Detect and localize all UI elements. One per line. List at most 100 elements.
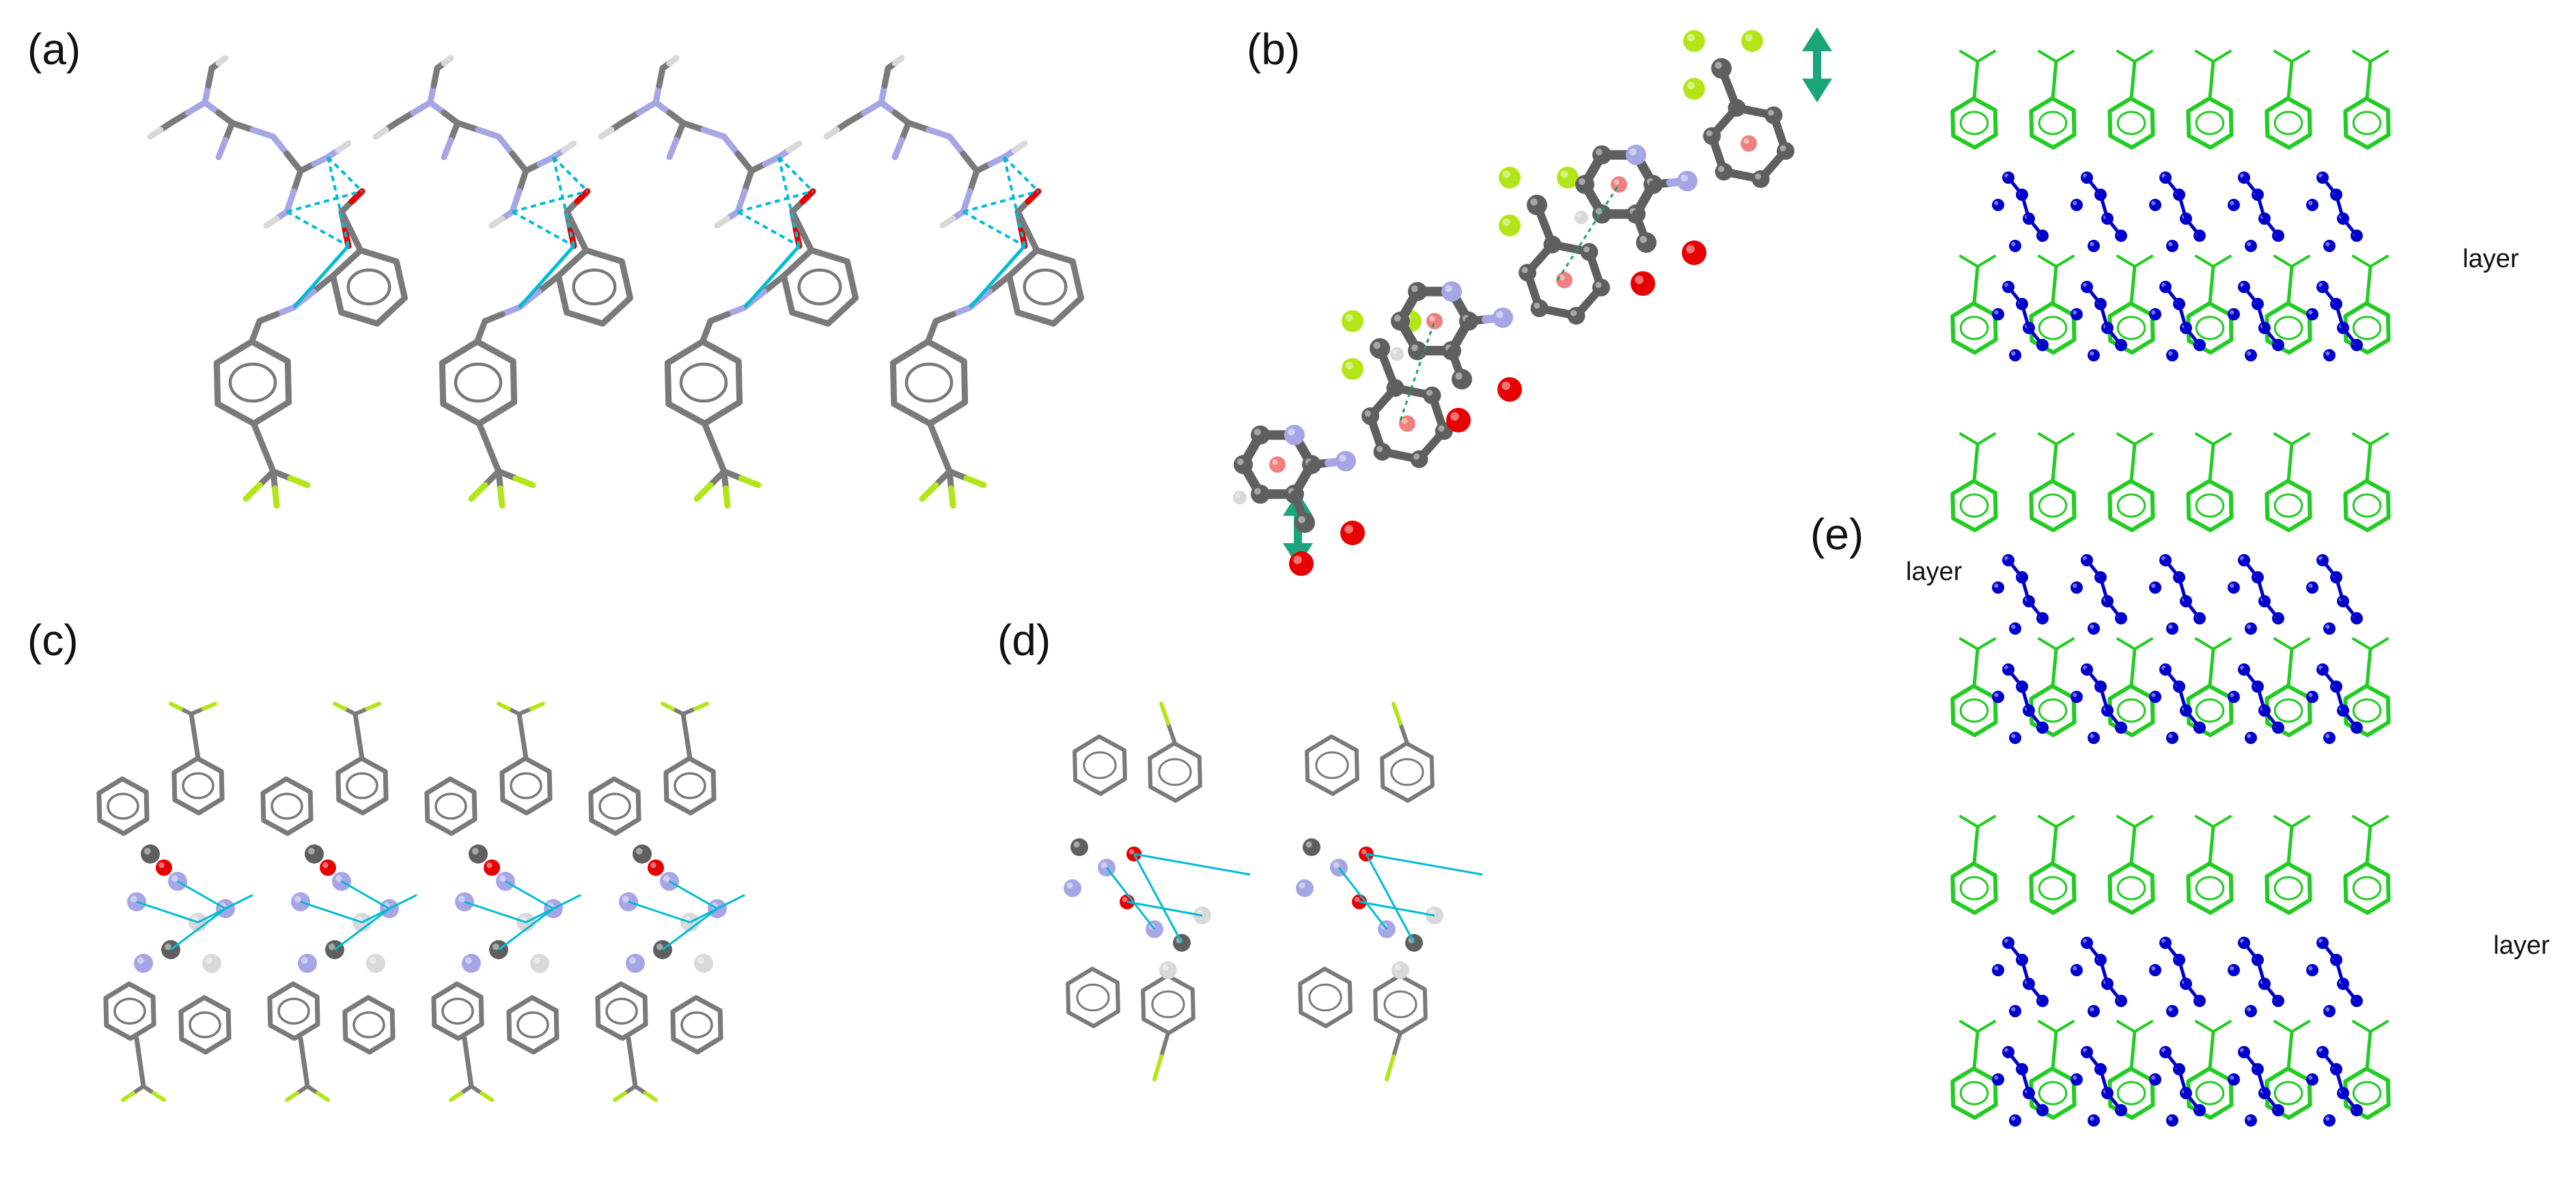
bond bbox=[2055, 642, 2066, 650]
bond bbox=[666, 137, 680, 161]
atom-highlight bbox=[1361, 849, 1367, 855]
bond bbox=[2063, 1020, 2075, 1028]
aromatic-ring bbox=[335, 756, 389, 816]
ellipsoid-atom bbox=[1296, 879, 1314, 897]
panel-e-structure bbox=[1950, 50, 2391, 1127]
aromatic-ring-circle bbox=[1383, 990, 1417, 1019]
bond bbox=[2023, 970, 2031, 986]
bond bbox=[1974, 647, 1980, 670]
aromatic-ring bbox=[2265, 96, 2312, 150]
atom-highlight bbox=[2151, 966, 2156, 971]
bond bbox=[2055, 820, 2066, 828]
carbon-atom bbox=[1370, 338, 1390, 359]
atom-highlight bbox=[1521, 266, 1528, 273]
blue-atom bbox=[2228, 1073, 2240, 1086]
bond bbox=[693, 702, 709, 711]
bond bbox=[799, 228, 815, 253]
blue-atom bbox=[2149, 964, 2161, 976]
aromatic-ring bbox=[664, 338, 743, 427]
bond bbox=[335, 140, 352, 154]
bond bbox=[2085, 176, 2096, 188]
atom-highlight bbox=[2073, 1075, 2077, 1080]
carbon-atom bbox=[1234, 455, 1253, 474]
bond bbox=[1967, 55, 1979, 63]
bond bbox=[2142, 255, 2153, 263]
bond bbox=[1974, 264, 1980, 287]
panel-b-structure bbox=[1233, 27, 1832, 576]
layer-label-2: layer bbox=[1906, 557, 1963, 586]
atom-highlight bbox=[1411, 285, 1418, 292]
carbon-atom bbox=[1361, 407, 1380, 426]
bond bbox=[2290, 642, 2302, 650]
atom-highlight bbox=[2073, 966, 2077, 971]
bond bbox=[2208, 1048, 2213, 1071]
bond bbox=[2321, 176, 2331, 188]
bond bbox=[937, 444, 953, 475]
atom-highlight bbox=[650, 862, 656, 868]
hydrogen-bond bbox=[777, 156, 801, 247]
aromatic-ring-circle bbox=[2195, 1081, 2225, 1105]
atom-highlight bbox=[1686, 245, 1695, 253]
bond bbox=[799, 188, 816, 205]
bond bbox=[1959, 637, 1971, 646]
bond bbox=[1959, 255, 1971, 263]
bond bbox=[2038, 50, 2049, 58]
hydrogen-bond bbox=[464, 900, 527, 924]
bond bbox=[2133, 1025, 2145, 1033]
bond bbox=[723, 485, 731, 509]
aromatic-ring-circle bbox=[2038, 493, 2068, 518]
bond bbox=[891, 55, 905, 66]
bond bbox=[2290, 437, 2302, 445]
hydrogen-bond bbox=[327, 156, 363, 193]
bond bbox=[353, 706, 370, 716]
bond bbox=[2242, 941, 2253, 953]
bond bbox=[2180, 697, 2188, 713]
oxygen-atom bbox=[1340, 521, 1365, 545]
aromatic-ring bbox=[1066, 967, 1120, 1028]
blue-atom bbox=[2166, 1005, 2178, 1017]
atom-highlight bbox=[328, 943, 335, 950]
bond bbox=[2191, 1100, 2202, 1112]
oxygen-atom bbox=[484, 859, 500, 876]
bond bbox=[2242, 558, 2253, 570]
bond bbox=[1959, 815, 1971, 823]
atom-highlight bbox=[1402, 418, 1408, 424]
bond bbox=[986, 273, 1012, 295]
bond bbox=[509, 150, 529, 174]
bond bbox=[2046, 820, 2058, 828]
aromatic-ring-circle bbox=[2116, 111, 2146, 135]
bond bbox=[643, 1091, 658, 1102]
atom-highlight bbox=[1560, 170, 1568, 178]
bond bbox=[2020, 1067, 2027, 1083]
bond bbox=[2365, 460, 2370, 483]
atom-highlight bbox=[2011, 1116, 2016, 1121]
bond bbox=[2259, 588, 2267, 603]
bond bbox=[516, 711, 525, 739]
blue-atom bbox=[2306, 691, 2318, 703]
aromatic-ring bbox=[431, 981, 484, 1041]
bond bbox=[711, 444, 728, 475]
bond bbox=[2124, 437, 2136, 445]
bond bbox=[1972, 843, 1978, 866]
bond bbox=[2124, 1025, 2136, 1033]
panel-label-b: (b) bbox=[1247, 25, 1301, 74]
bond bbox=[184, 99, 208, 116]
aromatic-ring bbox=[96, 776, 150, 836]
bond bbox=[2338, 314, 2345, 330]
bond bbox=[249, 126, 277, 140]
atom-highlight bbox=[2151, 693, 2156, 698]
bond bbox=[333, 702, 347, 711]
bond bbox=[2013, 1059, 2024, 1071]
atom-highlight bbox=[2073, 201, 2077, 206]
aromatic-ring bbox=[342, 995, 396, 1055]
atom-highlight bbox=[1376, 445, 1383, 452]
aromatic-ring bbox=[889, 338, 969, 427]
atom-highlight bbox=[2230, 310, 2234, 315]
bond bbox=[2184, 326, 2195, 338]
atom-highlight bbox=[1394, 964, 1401, 971]
blue-atom bbox=[2166, 1114, 2178, 1127]
bond bbox=[2377, 255, 2389, 263]
bond bbox=[2006, 176, 2017, 188]
aromatic-ring bbox=[2343, 479, 2391, 532]
panel-label-d: (d) bbox=[997, 616, 1051, 665]
